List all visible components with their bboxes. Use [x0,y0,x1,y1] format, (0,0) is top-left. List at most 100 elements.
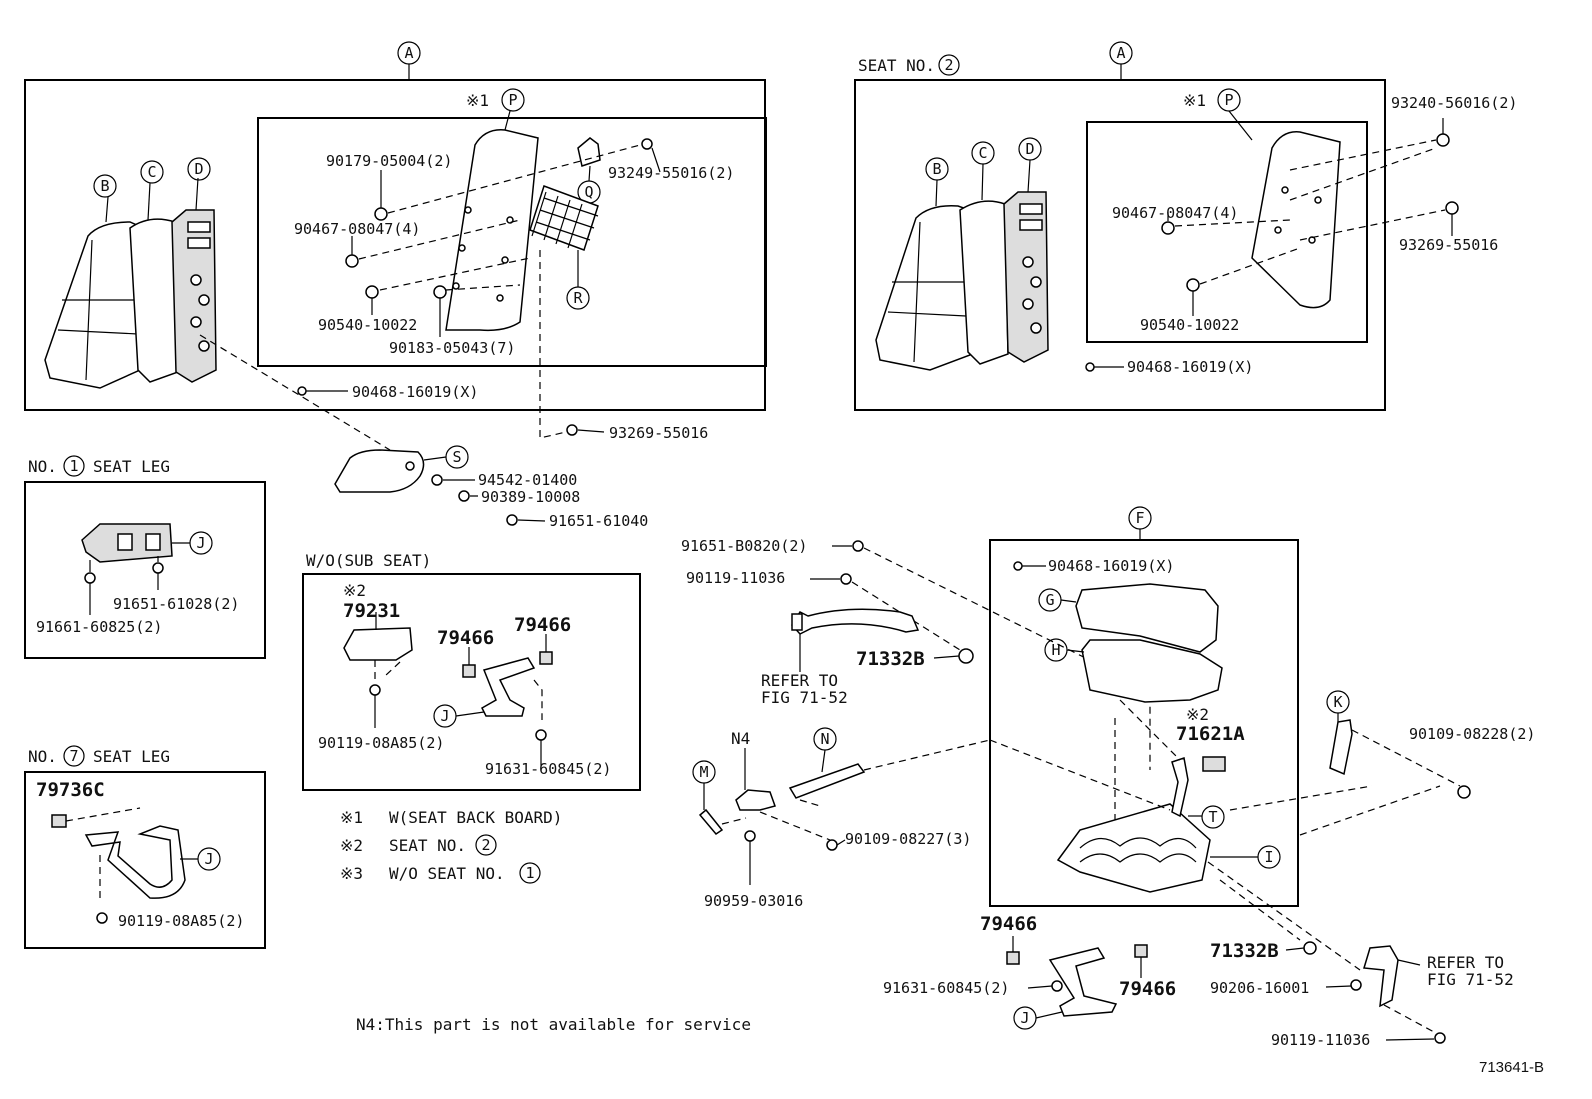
part-90467-08047-a: 90467-08047(4) [294,220,420,238]
clip-90179 [374,207,388,221]
part-90119-08A85-a: 90119-08A85(2) [318,734,444,752]
bushing-71332B-b [1303,941,1317,955]
part-90959-03016: 90959-03016 [704,892,803,910]
part-79466-a: 79466 [437,627,494,649]
part-90179-05004: 90179-05004(2) [326,152,452,170]
part-91631-60845-b: 91631-60845(2) [883,979,1009,997]
callout-F-label: F [1135,509,1144,527]
callout-B-no1-label: B [100,177,109,195]
callout-B-no2-label: B [932,160,941,178]
part-90206-16001: 90206-16001 [1210,979,1309,997]
sub-seat-header: W/O(SUB SEAT) [306,551,431,570]
callout-C-no1-label: C [147,163,156,181]
seat-leg-J-no7 [84,825,186,899]
part-90540-10022-a: 90540-10022 [318,316,417,334]
part-90389-10008: 90389-10008 [481,488,580,506]
bottom-sub-seat [1006,936,1148,1019]
callout-P-no2-label: P [1224,91,1233,109]
screw-93269-no2 [1445,201,1459,215]
mark-x2-sub: ※2 [343,581,366,600]
callout-G-label: G [1045,591,1054,609]
part-93240-56016: 93240-56016(2) [1391,94,1517,112]
part-91651-B0820: 91651-B0820(2) [681,537,807,555]
part-79466-b: 79466 [514,614,571,636]
bracket-T [1171,757,1189,818]
bolt-90119-11036-a [840,573,852,585]
part-71621A: 71621A [1176,723,1245,745]
cap-71621A [1202,756,1226,772]
callout-D-no2-label: D [1025,140,1034,158]
callout-R-label: R [573,289,583,307]
part-91651-61028: 91651-61028(2) [113,595,239,613]
callout-F [1128,506,1152,530]
screw-93269-no1 [566,424,578,436]
refer-a-line1: REFER TO [761,671,838,690]
callout-S-label: S [452,448,461,466]
screw-93249 [641,138,653,150]
part-90468-16019-b: 90468-16019(X) [1127,358,1253,376]
part-79466-c: 79466 [980,913,1037,935]
callout-I-label: I [1264,848,1273,866]
callout-N-label: N [820,730,829,748]
clip-90540-no2 [1186,278,1200,292]
callout-K-label: K [1333,693,1342,711]
part-90109-08227: 90109-08227(3) [845,830,971,848]
cushion-frame-I [1056,803,1211,893]
cap-79466-b [539,651,553,665]
bolt-91661 [84,572,96,584]
bracket-K [1329,719,1353,776]
callout-C-no1 [140,160,164,184]
part-90119-08A85-b: 90119-08A85(2) [118,912,244,930]
note2-num: 2 [481,836,490,854]
note3-text: W/O SEAT NO. [389,864,505,883]
part-90467-08047-b: 90467-08047(4) [1112,204,1238,222]
callout-D-no1-label: D [194,160,203,178]
part-71332B-b: 71332B [1210,940,1279,962]
seat-belt-buckle [1363,945,1399,1008]
part-93269-55016-a: 93269-55016 [609,424,708,442]
seat-no1-illustration [44,177,217,389]
mark-x2-cushion: ※2 [1186,705,1209,724]
part-90109-08228: 90109-08228(2) [1409,725,1535,743]
seat-no1-backboard-frame [257,117,767,367]
callout-A-no2 [1109,41,1133,65]
refer-b-line2: FIG 71-52 [1427,970,1514,989]
cap-79466-d [1134,944,1148,958]
part-90540-10022-b: 90540-10022 [1140,316,1239,334]
seat-leg-no1-frame [24,481,266,659]
bolt-91651-61040 [506,514,518,526]
note3-mark: ※3 [340,864,363,883]
callout-A-no1 [397,41,421,65]
seat-back-pad-C [129,218,179,383]
seat-back-pad-C-no2 [959,200,1009,365]
bracket-79231 [343,627,413,661]
figure-id: 713641-B [1479,1059,1544,1076]
callout-T-label: T [1208,808,1217,826]
note2-mark: ※2 [340,836,363,855]
part-79736C: 79736C [36,779,105,801]
assist-grip [791,608,920,635]
cap-79466-a [462,664,476,678]
part-91661-60825: 91661-60825(2) [36,618,162,636]
seat-no2-illustration [875,110,1459,371]
part-79231: 79231 [343,600,400,622]
lever-M [698,808,724,835]
right-side-parts [1207,713,1471,1044]
bushing-71332B-a [958,648,974,664]
bolt-91651-61028 [152,562,164,574]
seat-leg-no7-frame [24,771,266,949]
center-mechanism [698,540,1151,885]
bolt-91631-sub [535,729,547,741]
part-93269-55016-b: 93269-55016 [1399,236,1498,254]
part-94542-01400: 94542-01400 [478,471,577,489]
part-90183-05043: 90183-05043(7) [389,339,515,357]
bolt-90119-08A85-leg7 [96,912,108,924]
seat-back-cover-B-no2 [875,205,976,371]
leg1-num: 1 [69,457,78,475]
seat-leg-J-bottom [1048,947,1118,1017]
note1-text: W(SEAT BACK BOARD) [389,808,562,827]
part-71332B-a: 71332B [856,648,925,670]
screw-90119-08A85-sub [369,684,381,696]
cap-79736C [51,814,67,828]
leg7-suffix: SEAT LEG [93,747,170,766]
